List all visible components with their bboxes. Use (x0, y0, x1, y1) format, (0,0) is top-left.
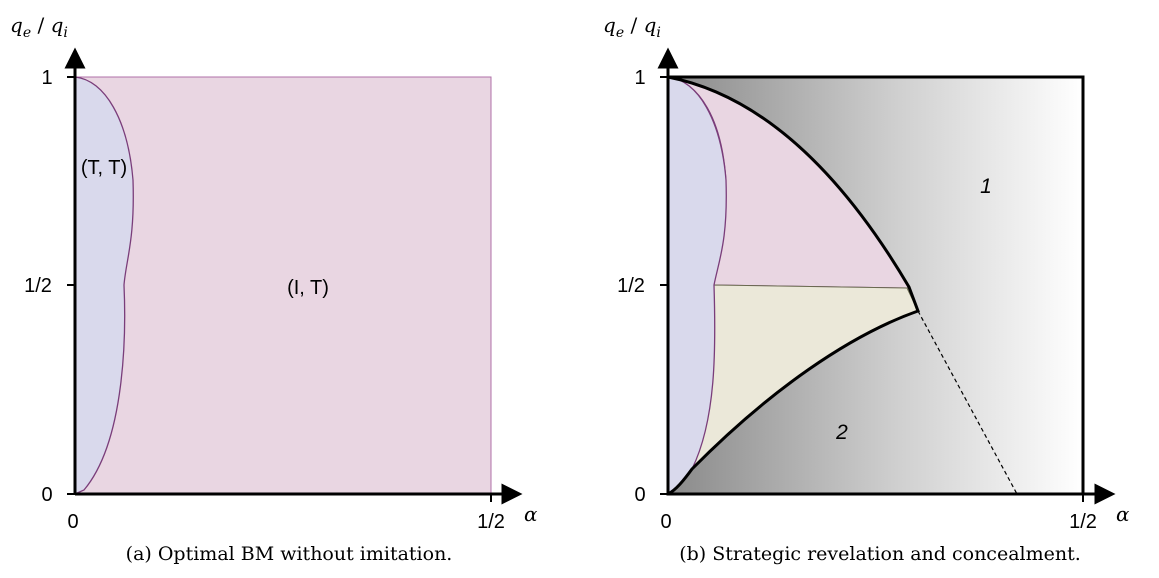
region-label-2: 2 (835, 421, 848, 444)
x-tick-label-0: 0 (67, 511, 78, 533)
y-axis-label: qe / qi (603, 13, 661, 41)
x-tick-label-half: 1/2 (477, 511, 505, 533)
y-axis-label: qe / qi (10, 13, 68, 41)
y-tick-label-half: 1/2 (24, 275, 52, 297)
y-tick-label-half: 1/2 (617, 275, 645, 297)
boundary-upper (667, 75, 920, 496)
x-tick-label-0: 0 (660, 511, 671, 533)
region-it-fill (74, 76, 492, 495)
y-tick-label-1: 1 (41, 67, 52, 89)
region-label-tt: (T, T) (81, 157, 127, 179)
region-label-1: 1 (980, 175, 992, 198)
panel-a: qe / qi 1 1/2 0 0 1/2 α (T, T) (I, T) (a… (10, 13, 538, 565)
x-axis-label: α (524, 502, 538, 526)
x-axis-label: α (1116, 502, 1130, 526)
caption-b: (b) Strategic revelation and concealment… (679, 543, 1081, 565)
region-tt-fill (74, 76, 134, 496)
y-tick-label-0: 0 (41, 484, 52, 506)
y-tick-label-0: 0 (634, 484, 645, 506)
region-label-it: (I, T) (287, 277, 329, 299)
caption-a: (a) Optimal BM without imitation. (126, 543, 453, 565)
panel-b: qe / qi 1 1/2 0 0 1/2 α 1 2 (b) Strategi… (603, 13, 1130, 565)
y-tick-label-1: 1 (634, 67, 645, 89)
x-tick-label-half: 1/2 (1069, 511, 1097, 533)
